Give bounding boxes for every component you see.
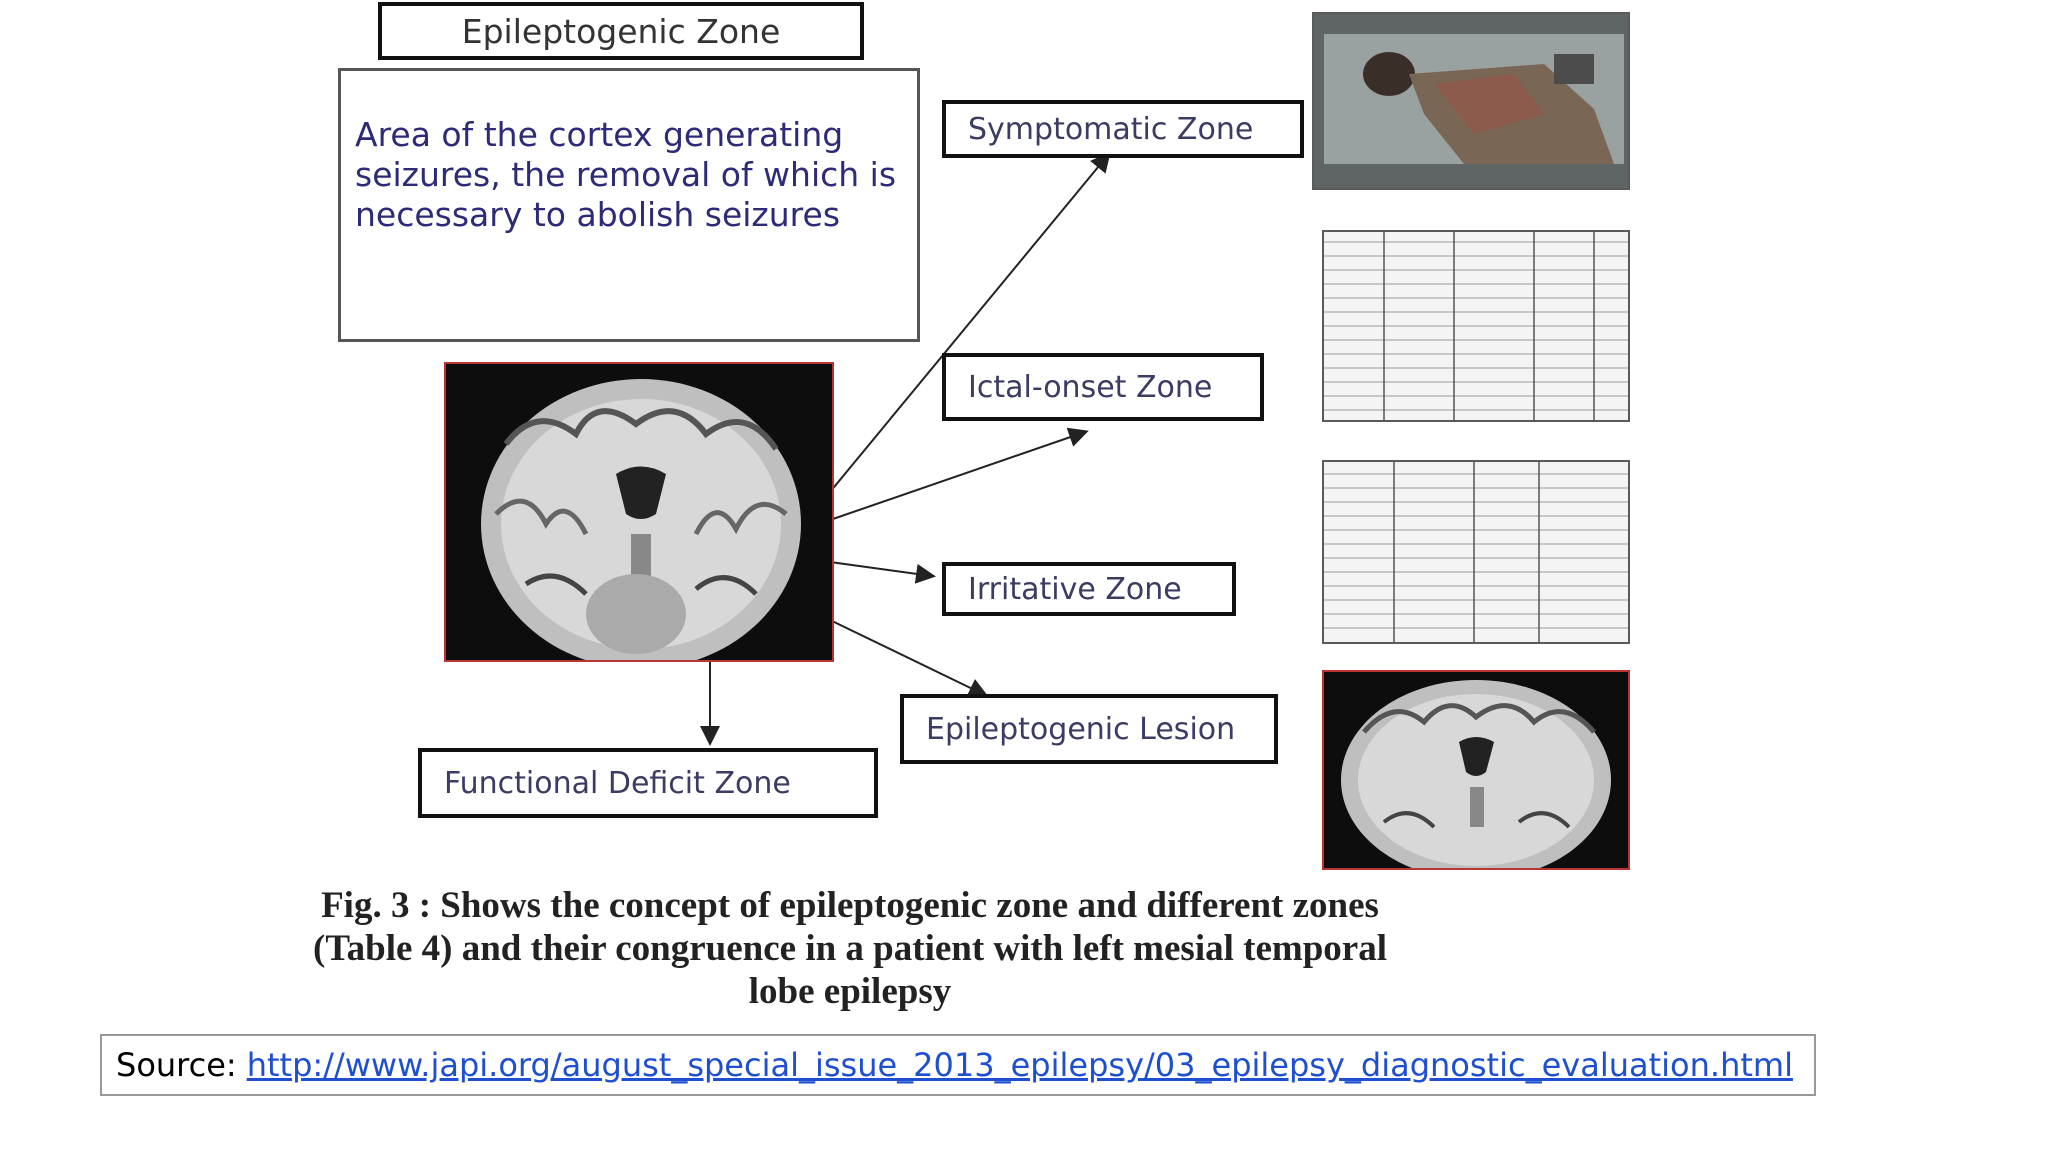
arrow-to-irritative: [829, 561, 936, 584]
patient-video-image: [1312, 12, 1630, 190]
eeg-waveform-icon: [1324, 232, 1628, 420]
irritative-zone-label: Irritative Zone: [968, 571, 1182, 607]
irritative-zone-box: Irritative Zone: [942, 562, 1236, 616]
symptomatic-zone-label: Symptomatic Zone: [968, 111, 1254, 147]
epileptogenic-zone-title: Epileptogenic Zone: [378, 2, 864, 60]
arrow-to-symptomatic: [829, 151, 1111, 493]
definition-text: Area of the cortex generating seizures, …: [355, 115, 897, 234]
brain-scan-icon: [1324, 672, 1628, 868]
epileptogenic-lesion-label: Epileptogenic Lesion: [926, 711, 1236, 747]
mri-lesion-image: [1322, 670, 1630, 870]
eeg-trace-ictal: [1322, 230, 1630, 422]
arrow-to-ictal-onset: [829, 427, 1089, 521]
source-link[interactable]: http://www.japi.org/august_special_issue…: [246, 1046, 1793, 1084]
definition-box: Area of the cortex generating seizures, …: [338, 68, 920, 342]
ictal-onset-zone-box: Ictal-onset Zone: [942, 353, 1264, 421]
source-box: Source: http://www.japi.org/august_speci…: [100, 1034, 1816, 1096]
eeg-trace-interictal: [1322, 460, 1630, 644]
brain-scan-icon: [446, 364, 832, 660]
ictal-onset-zone-label: Ictal-onset Zone: [968, 369, 1213, 405]
eeg-waveform-icon: [1324, 462, 1628, 642]
epileptogenic-lesion-box: Epileptogenic Lesion: [900, 694, 1278, 764]
figure-caption: Fig. 3 : Shows the concept of epileptoge…: [313, 885, 1387, 1012]
arrow-to-lesion: [829, 619, 989, 698]
patient-photo-icon: [1314, 14, 1628, 188]
symptomatic-zone-box: Symptomatic Zone: [942, 100, 1304, 158]
epileptogenic-zone-title-text: Epileptogenic Zone: [461, 11, 781, 51]
functional-deficit-zone-label: Functional Deficit Zone: [444, 765, 791, 801]
functional-deficit-zone-box: Functional Deficit Zone: [418, 748, 878, 818]
source-label: Source:: [116, 1046, 237, 1084]
mri-brain-image: [444, 362, 834, 662]
